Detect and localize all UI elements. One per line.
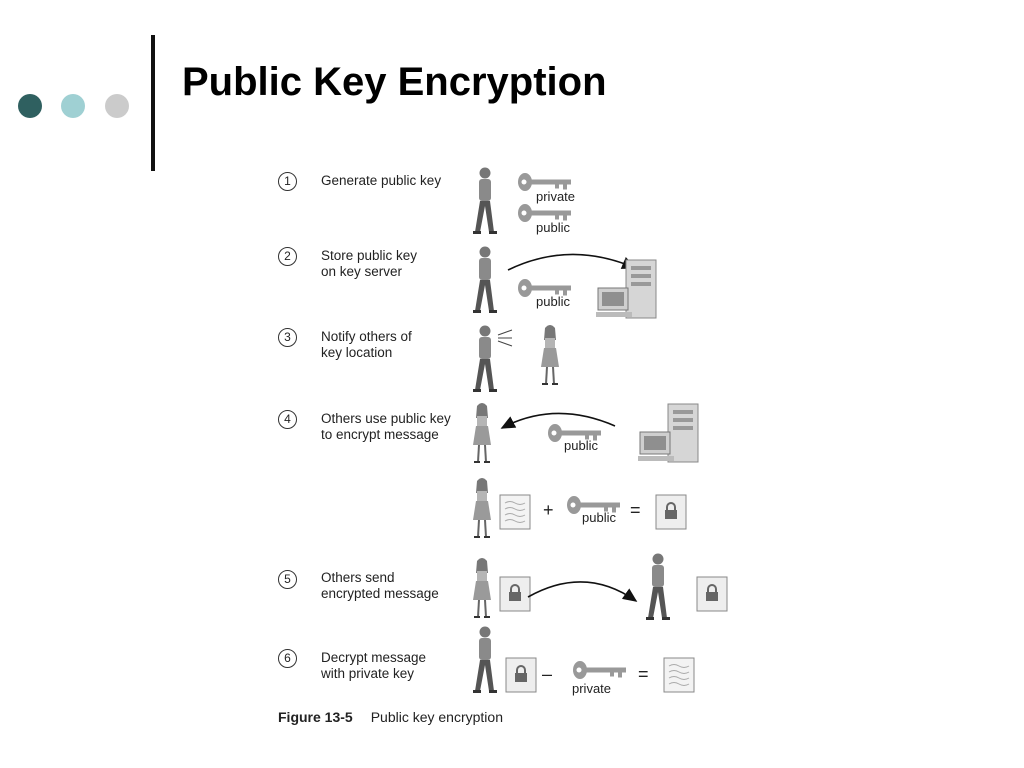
- step-6-text: Decrypt message with private key: [321, 650, 427, 681]
- step-5-text: Others send encrypted message: [321, 570, 439, 601]
- figure-caption: Figure 13-5 Public key encryption: [278, 709, 503, 725]
- key-label-public-4: public: [582, 510, 616, 525]
- step-1-number: 1: [278, 172, 297, 191]
- figure-graphics: [472, 167, 728, 693]
- equals-sign-2: =: [638, 664, 649, 684]
- slide-title: Public Key Encryption: [182, 60, 607, 104]
- dot-gray: [105, 94, 129, 118]
- step-3-text: Notify others of key location: [321, 329, 412, 360]
- key-label-public-2: public: [536, 294, 570, 309]
- minus-sign: –: [542, 664, 553, 684]
- equals-sign-1: =: [630, 500, 641, 520]
- step-5-number: 5: [278, 570, 297, 589]
- key-label-public-1: public: [536, 220, 570, 235]
- step-4-text: Others use public key to encrypt message: [321, 411, 451, 442]
- step-2-number: 2: [278, 247, 297, 266]
- figure-caption-text: Public key encryption: [370, 709, 503, 725]
- step-3-number: 3: [278, 328, 297, 347]
- step-2-text: Store public key on key server: [321, 248, 418, 279]
- step-1-text: Generate public key: [321, 173, 442, 188]
- figure-caption-label: Figure 13-5: [278, 709, 353, 725]
- key-label-private-2: private: [572, 681, 612, 696]
- step-4-number: 4: [278, 410, 297, 429]
- plus-sign: +: [543, 500, 554, 520]
- dot-light-teal: [61, 94, 85, 118]
- title-divider: [151, 35, 155, 171]
- dot-dark: [18, 94, 42, 118]
- step-6-number: 6: [278, 649, 297, 668]
- key-label-private-1: private: [536, 189, 576, 204]
- key-label-public-3: public: [564, 438, 598, 453]
- public-key-figure: 1 Generate public key 2 Store public key…: [260, 160, 740, 735]
